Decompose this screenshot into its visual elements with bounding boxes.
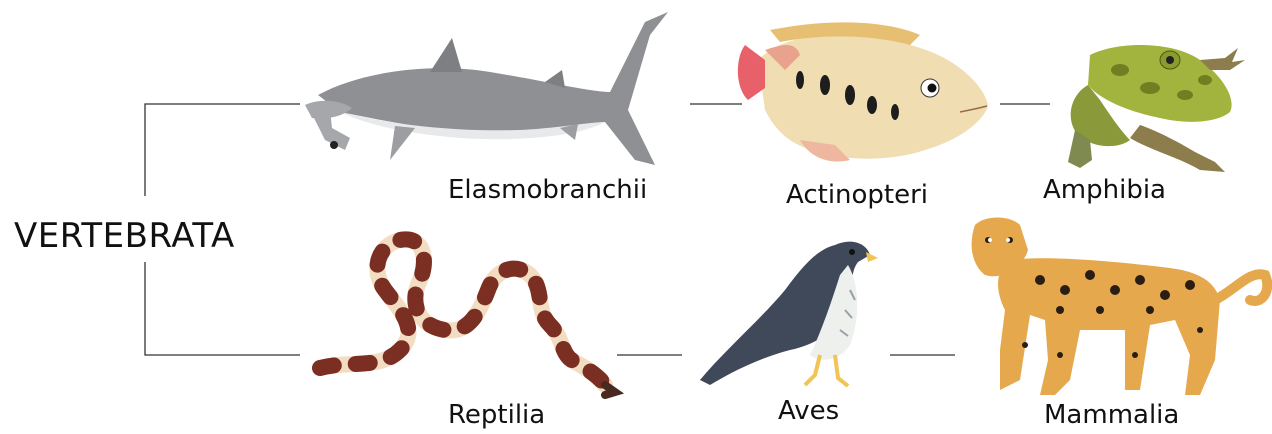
snake-icon: [320, 239, 615, 395]
label-aves: Aves: [778, 396, 839, 426]
label-mammalia: Mammalia: [1044, 400, 1179, 430]
fish-icon: [738, 22, 988, 161]
label-actinopteri: Actinopteri: [786, 180, 928, 210]
falcon-icon: [700, 242, 878, 386]
root-label: VERTEBRATA: [14, 216, 235, 256]
bracket-bottom-line: [145, 262, 300, 355]
jaguar-icon: [972, 218, 1268, 396]
label-amphibia: Amphibia: [1043, 175, 1166, 205]
hammerhead-shark-icon: [305, 12, 668, 165]
bracket-top-line: [145, 104, 300, 196]
frog-icon: [1068, 45, 1245, 172]
label-elasmobranchii: Elasmobranchii: [448, 175, 647, 205]
label-reptilia: Reptilia: [448, 400, 545, 430]
